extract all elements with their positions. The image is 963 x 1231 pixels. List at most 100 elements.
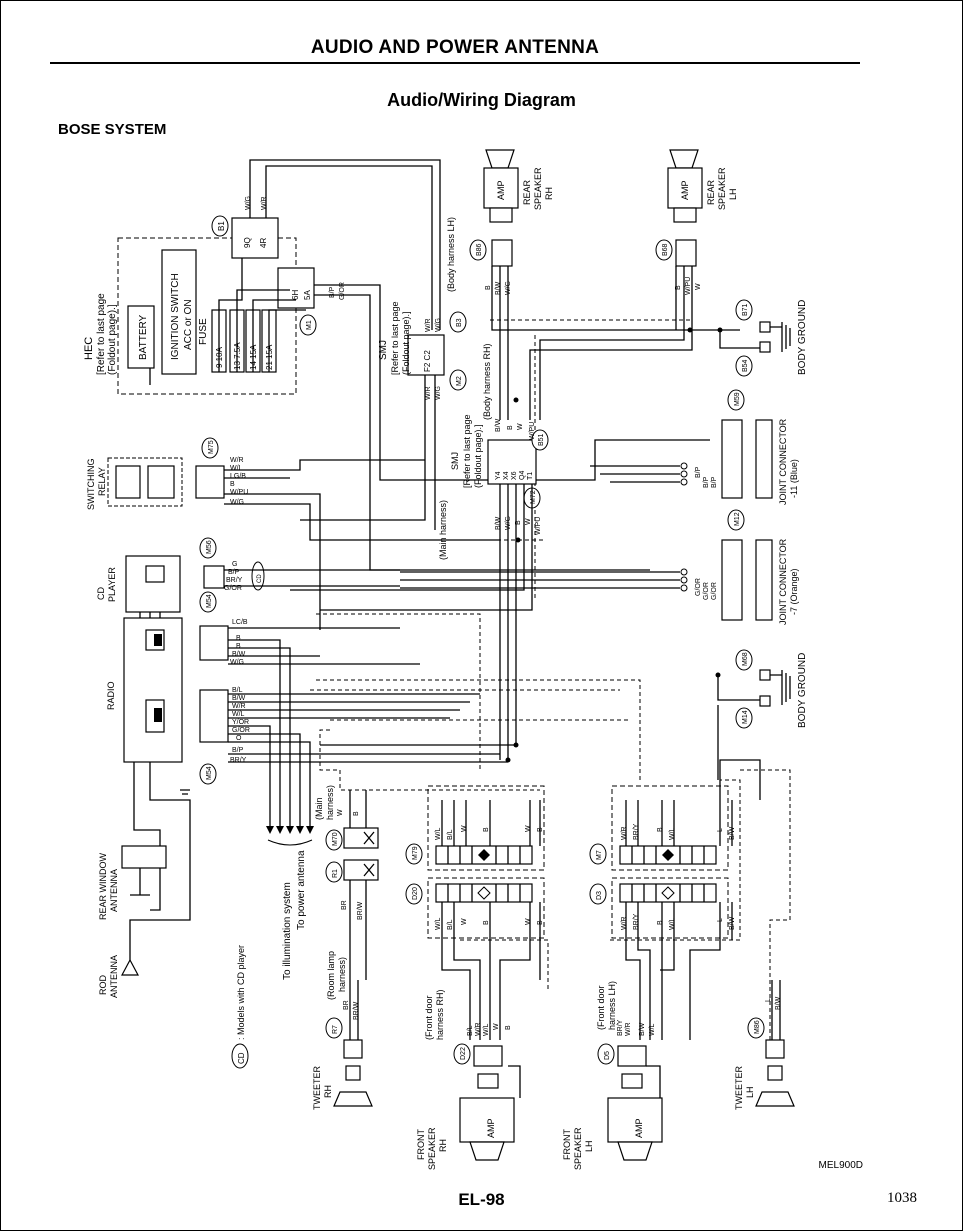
- svg-text:RELAY: RELAY: [97, 467, 107, 496]
- svg-text:G/OR: G/OR: [711, 582, 718, 600]
- svg-text:BR/Y: BR/Y: [226, 577, 243, 584]
- svg-text:B: B: [507, 425, 514, 430]
- svg-text:To illumination system: To illumination system: [282, 882, 293, 980]
- svg-text:W/R: W/R: [621, 916, 628, 930]
- rear-speaker-lh: AMP REAR SPEAKER LH B68 B W/PU W: [655, 149, 738, 295]
- svg-text:D3: D3: [596, 891, 603, 900]
- svg-text:(Foldout page).]: (Foldout page).]: [401, 311, 411, 375]
- connector-b51-m72: Y4 X4 X6 Q4 T1 B51 M72 SMJ [Refer to las…: [438, 343, 549, 560]
- svg-text:RH: RH: [544, 187, 554, 200]
- svg-text:T1: T1: [527, 472, 534, 480]
- svg-text:B: B: [657, 827, 664, 832]
- svg-text:AMP: AMP: [486, 1118, 496, 1138]
- connector-smj-f2c2: F2 C2 B3 M2 SMJ [Refer to last page (Fol…: [378, 217, 467, 400]
- svg-text:B: B: [230, 481, 235, 488]
- svg-text:W/R: W/R: [425, 386, 432, 400]
- svg-text:M1: M1: [306, 320, 313, 330]
- svg-text:SMJ: SMJ: [450, 452, 460, 470]
- svg-text:W/L: W/L: [232, 711, 245, 718]
- svg-text:SPEAKER: SPEAKER: [573, 1127, 583, 1170]
- svg-text:To power antenna: To power antenna: [296, 850, 307, 930]
- svg-text:W/PU: W/PU: [529, 422, 536, 440]
- svg-text:6H: 6H: [291, 290, 300, 300]
- svg-text:SPEAKER: SPEAKER: [427, 1127, 437, 1170]
- svg-text:ROD: ROD: [98, 975, 108, 996]
- svg-text:B3: B3: [456, 318, 463, 327]
- svg-text:SWITCHING: SWITCHING: [86, 459, 96, 511]
- svg-text:AMP: AMP: [496, 180, 506, 200]
- switching-relay: SWITCHING RELAY M75 W/R W/L LG/B B W/PU …: [86, 437, 248, 511]
- antennas: REAR WINDOW ANTENNA ROD ANTENNA: [98, 762, 191, 998]
- svg-text:W/L: W/L: [435, 827, 442, 840]
- svg-text:ANTENNA: ANTENNA: [109, 955, 119, 998]
- page-title: AUDIO AND POWER ANTENNA: [310, 37, 600, 58]
- svg-text:B/L: B/L: [447, 829, 454, 840]
- svg-text:B/L: B/L: [467, 1025, 474, 1036]
- svg-text:G/OR: G/OR: [224, 585, 242, 592]
- tweeter-lh: M86 TWEETER LH L B/W: [734, 980, 795, 1110]
- svg-text:M70: M70: [332, 832, 339, 846]
- page-code: EL-98: [458, 1190, 505, 1209]
- svg-text:W: W: [461, 825, 468, 832]
- svg-text:W/R: W/R: [475, 1022, 482, 1036]
- svg-text:W/L: W/L: [669, 827, 676, 840]
- svg-text:G/OR: G/OR: [339, 282, 346, 300]
- smj-label: SMJ: [378, 340, 389, 360]
- connector-m79-d20: M79 W/L B/L W B W B D20 W/L B/L W B W B …: [405, 785, 545, 1040]
- svg-text:W/G: W/G: [435, 318, 442, 332]
- svg-text:JOINT CONNECTOR: JOINT CONNECTOR: [778, 418, 788, 505]
- svg-text:B/P: B/P: [703, 476, 710, 488]
- svg-text:M14: M14: [742, 710, 749, 724]
- svg-text:B/W: B/W: [775, 996, 782, 1010]
- hec-block: BATTERY IGNITION SWITCH ACC or ON FUSE 9…: [83, 237, 297, 395]
- svg-text:LG/B: LG/B: [230, 473, 246, 480]
- svg-text:W/PU: W/PU: [685, 277, 692, 295]
- body-ground-top: B71 B54 BODY GROUND: [719, 299, 808, 377]
- svg-text:B: B: [515, 520, 522, 525]
- svg-text:B: B: [353, 811, 360, 816]
- battery-label: BATTERY: [138, 314, 149, 360]
- svg-text:JOINT CONNECTOR: JOINT CONNECTOR: [778, 538, 788, 625]
- ref-code: MEL900D: [818, 1160, 863, 1171]
- svg-text:B/P: B/P: [695, 466, 702, 478]
- svg-text:TWEETER: TWEETER: [734, 1066, 744, 1110]
- svg-text:BR/W: BR/W: [357, 901, 364, 920]
- svg-text:W: W: [525, 918, 532, 925]
- svg-text:R7: R7: [332, 1025, 339, 1034]
- svg-text:D5: D5: [604, 1051, 611, 1060]
- svg-text:FRONT: FRONT: [562, 1129, 572, 1160]
- ignition-pos-label: ACC or ON: [183, 299, 194, 350]
- svg-text:W/G: W/G: [230, 659, 244, 666]
- svg-text:Y/OR: Y/OR: [232, 719, 249, 726]
- svg-text:B/L: B/L: [447, 919, 454, 930]
- svg-text:D22: D22: [460, 1047, 467, 1060]
- svg-text:CD: CD: [237, 1052, 246, 1064]
- svg-text:CD: CD: [96, 587, 106, 600]
- svg-text:BR/Y: BR/Y: [633, 823, 640, 840]
- svg-text:-11 (Blue): -11 (Blue): [789, 459, 799, 498]
- svg-text:W: W: [337, 809, 344, 816]
- svg-text:M79: M79: [412, 846, 419, 860]
- svg-text:M12: M12: [734, 512, 741, 526]
- svg-text:W/G: W/G: [435, 386, 442, 400]
- svg-text:LH: LH: [584, 1140, 594, 1152]
- body-ground-mid: M68 M14 BODY GROUND: [717, 649, 808, 729]
- svg-text:BR/Y: BR/Y: [633, 913, 640, 930]
- svg-text:W/G: W/G: [245, 196, 252, 210]
- svg-text:BR/Y: BR/Y: [230, 757, 247, 764]
- tweeter-rh: R7 TWEETER RH BR BR/W: [312, 980, 373, 1110]
- svg-text:B86: B86: [476, 243, 483, 256]
- svg-text:B: B: [236, 635, 241, 642]
- svg-text:harness): harness): [337, 957, 347, 992]
- svg-text:4R: 4R: [259, 238, 268, 248]
- svg-text:B/W: B/W: [495, 281, 502, 295]
- svg-text:BODY GROUND: BODY GROUND: [797, 653, 808, 728]
- svg-text:B68: B68: [662, 243, 669, 256]
- svg-text:FRONT: FRONT: [416, 1129, 426, 1160]
- outgoing-leads: To illumination system To power antenna …: [231, 820, 314, 1069]
- svg-text:W/R: W/R: [261, 196, 268, 210]
- svg-text:M72: M72: [530, 490, 537, 504]
- svg-text:B51: B51: [538, 433, 545, 446]
- svg-text:W/R: W/R: [425, 318, 432, 332]
- svg-text:BODY GROUND: BODY GROUND: [797, 300, 808, 375]
